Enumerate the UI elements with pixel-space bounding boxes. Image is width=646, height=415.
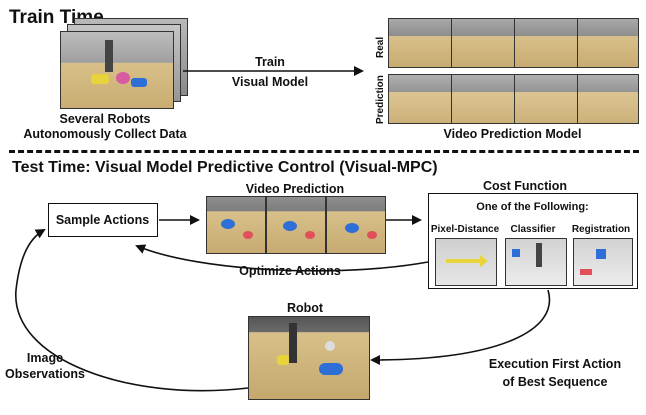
robot-data-collection-photos [60, 18, 190, 113]
registration-image [573, 238, 633, 286]
optimize-actions-label: Optimize Actions [239, 264, 341, 278]
robots-caption-line1: Several Robots [59, 112, 151, 126]
sample-actions-box: Sample Actions [48, 203, 158, 237]
row-label-real: Real [375, 36, 386, 58]
classifier-image [505, 238, 567, 286]
video-prediction-model-caption: Video Prediction Model [443, 127, 582, 141]
row-label-prediction: Prediction [375, 75, 386, 124]
robot-workspace-image [60, 31, 174, 109]
pixel-distance-label: Pixel-Distance [430, 224, 500, 235]
execution-label-line2: of Best Sequence [502, 375, 608, 389]
cost-function-title: Cost Function [482, 179, 567, 193]
robots-caption-line2: Autonomously Collect Data [23, 127, 187, 141]
execution-label-line1: Execution First Action [488, 357, 622, 371]
video-prediction-frames [206, 196, 386, 254]
robot-title: Robot [286, 301, 324, 315]
train-arrow-label-line1: Train [255, 55, 285, 69]
pixel-distance-image [435, 238, 497, 286]
test-time-heading: Test Time: Visual Model Predictive Contr… [12, 159, 438, 176]
sample-actions-label: Sample Actions [55, 213, 150, 227]
classifier-label: Classifier [510, 224, 556, 235]
video-prediction-title: Video Prediction [245, 182, 345, 196]
section-divider [9, 150, 639, 153]
image-observations-line2: Observations [5, 367, 85, 381]
registration-label: Registration [571, 224, 631, 235]
video-prediction-model-grid [388, 18, 639, 126]
one-of-following-label: One of the Following: [476, 201, 589, 213]
cost-function-box: One of the Following: Pixel-Distance Cla… [428, 193, 638, 289]
execution-arrow [370, 289, 551, 365]
robot-camera-image [248, 316, 370, 400]
image-observations-line1: Image [26, 351, 64, 365]
train-arrow-label-line2: Visual Model [231, 75, 309, 89]
